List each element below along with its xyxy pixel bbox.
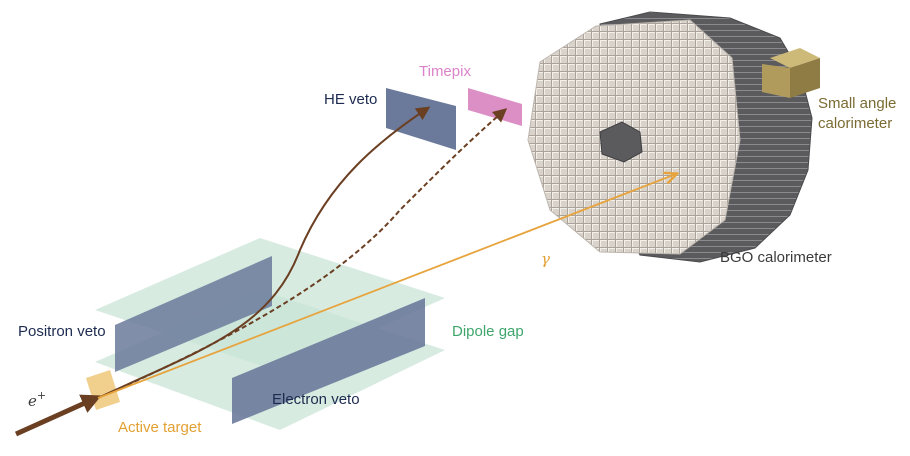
gamma-label: γ xyxy=(541,250,550,268)
small-angle-label-line1: Small angle xyxy=(818,95,896,112)
electron-veto-panel xyxy=(232,298,425,424)
active-target-label: Active target xyxy=(118,419,202,436)
bgo-calorimeter-label: BGO calorimeter xyxy=(720,249,832,266)
positron-track-dashed xyxy=(97,108,508,399)
beam-label-base: e xyxy=(28,392,37,410)
bgo-calorimeter xyxy=(527,11,813,263)
beam-label: e+ xyxy=(28,389,46,410)
he-veto-panel xyxy=(386,88,456,150)
photon-track xyxy=(97,174,676,399)
beam-arrow xyxy=(14,394,102,437)
small-angle-calorimeter xyxy=(762,48,820,98)
bgo-central-hole xyxy=(599,121,643,163)
dipole-gap-label: Dipole gap xyxy=(452,323,524,340)
small-angle-label-line2: calorimeter xyxy=(818,115,892,132)
positron-veto-label: Positron veto xyxy=(18,323,106,340)
timepix-panel xyxy=(468,88,522,126)
positron-veto-panel xyxy=(115,256,272,372)
electron-veto-label: Electron veto xyxy=(272,391,360,408)
beam-label-sup: + xyxy=(37,389,46,402)
he-veto-label: HE veto xyxy=(324,91,377,108)
timepix-label: Timepix xyxy=(419,63,471,80)
